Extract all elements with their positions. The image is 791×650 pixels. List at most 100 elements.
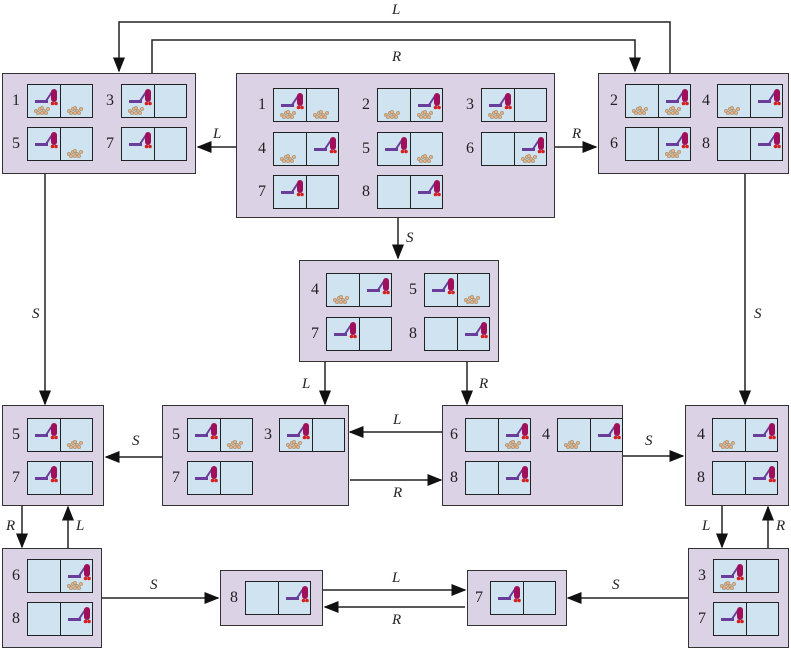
vacuum-icon — [35, 423, 58, 440]
room-a — [28, 462, 60, 494]
label-initial-R: R — [572, 126, 582, 142]
label-top-L: L — [392, 2, 401, 18]
two-room-world — [377, 175, 443, 209]
room-b — [745, 462, 777, 494]
room-a — [122, 128, 154, 160]
dirt-icon — [383, 109, 401, 119]
label-48-L: L — [702, 518, 711, 534]
label-468-S: S — [645, 433, 653, 449]
two-room-world — [424, 317, 490, 351]
vacuum-icon — [432, 278, 455, 295]
world-number: 3 — [106, 92, 114, 109]
world-number: 3 — [698, 567, 706, 584]
room-a — [713, 462, 745, 494]
world-number: 3 — [264, 426, 272, 443]
world-state: 3 — [695, 559, 779, 593]
room-a — [327, 274, 359, 306]
room-b — [60, 560, 92, 592]
room-b — [457, 318, 489, 350]
room-b — [457, 274, 489, 306]
label-4578-L: L — [302, 376, 311, 392]
dirt-icon — [719, 580, 737, 590]
two-room-world — [625, 127, 691, 161]
belief-state-goal-8: 8 — [220, 570, 323, 626]
world-state: 7 — [9, 461, 93, 495]
dirt-icon — [279, 109, 297, 119]
two-room-world — [187, 418, 253, 452]
world-number: 7 — [12, 469, 20, 486]
vacuum-icon — [522, 137, 545, 154]
vacuum-icon — [753, 423, 776, 440]
world-state: 1 — [9, 84, 93, 118]
dirt-icon — [487, 109, 505, 119]
label-468-L: L — [393, 412, 402, 428]
dirt-icon — [279, 153, 297, 163]
two-room-world — [27, 127, 93, 161]
world-state: 5 — [169, 418, 253, 452]
world-state: 7 — [103, 127, 187, 161]
two-room-world — [465, 461, 531, 495]
dirt-icon — [332, 294, 350, 304]
two-room-world — [713, 559, 779, 593]
room-a — [714, 603, 746, 635]
vacuum-icon — [281, 180, 304, 197]
two-room-world — [377, 88, 443, 122]
vacuum-icon — [418, 180, 441, 197]
two-room-world — [717, 127, 783, 161]
room-a — [28, 128, 60, 160]
room-b — [590, 419, 622, 451]
dirt-icon — [33, 105, 51, 115]
label-initial-S: S — [406, 230, 414, 246]
belief-state-ls-57: 5 7 — [2, 405, 104, 506]
dirt-icon — [723, 105, 741, 115]
room-a — [378, 89, 410, 121]
world-number: 5 — [12, 426, 20, 443]
world-state: 5 — [9, 418, 93, 452]
two-room-world — [465, 418, 531, 452]
vacuum-icon — [195, 466, 218, 483]
room-b — [60, 462, 92, 494]
room-b — [658, 85, 690, 117]
room-b — [514, 89, 546, 121]
world-number: 2 — [610, 92, 618, 109]
label-37-S: S — [612, 577, 620, 593]
room-b — [745, 419, 777, 451]
vacuum-icon — [129, 89, 152, 106]
dirt-icon — [416, 153, 434, 163]
room-b — [410, 89, 442, 121]
world-state: 7 — [169, 461, 253, 495]
belief-state-mid-468: 6 4 8 — [442, 405, 623, 506]
room-b — [523, 582, 555, 614]
two-room-world — [121, 127, 187, 161]
two-room-world — [273, 88, 339, 122]
two-room-world — [490, 581, 556, 615]
dirt-icon — [66, 439, 84, 449]
world-number: 6 — [450, 426, 458, 443]
two-room-world — [424, 273, 490, 307]
room-a — [718, 128, 750, 160]
room-b — [154, 128, 186, 160]
world-number: 6 — [12, 567, 20, 584]
room-a — [626, 85, 658, 117]
dirt-icon — [664, 105, 682, 115]
room-a — [188, 462, 220, 494]
vacuum-icon — [286, 586, 309, 603]
vacuum-icon — [129, 132, 152, 149]
belief-state-rs-48: 4 8 — [685, 405, 789, 506]
world-number: 8 — [697, 469, 705, 486]
room-b — [306, 176, 338, 208]
world-number: 4 — [542, 426, 550, 443]
world-number: 5 — [409, 281, 417, 298]
two-room-world — [377, 132, 443, 166]
vacuum-icon — [68, 564, 91, 581]
two-room-world — [625, 84, 691, 118]
room-b — [498, 462, 530, 494]
room-a — [482, 133, 514, 165]
dirt-icon — [718, 439, 736, 449]
two-room-world — [27, 418, 93, 452]
belief-state-right-2468: 2 4 6 8 — [598, 73, 789, 174]
world-number: 5 — [172, 426, 180, 443]
label-37-R: R — [776, 518, 786, 534]
